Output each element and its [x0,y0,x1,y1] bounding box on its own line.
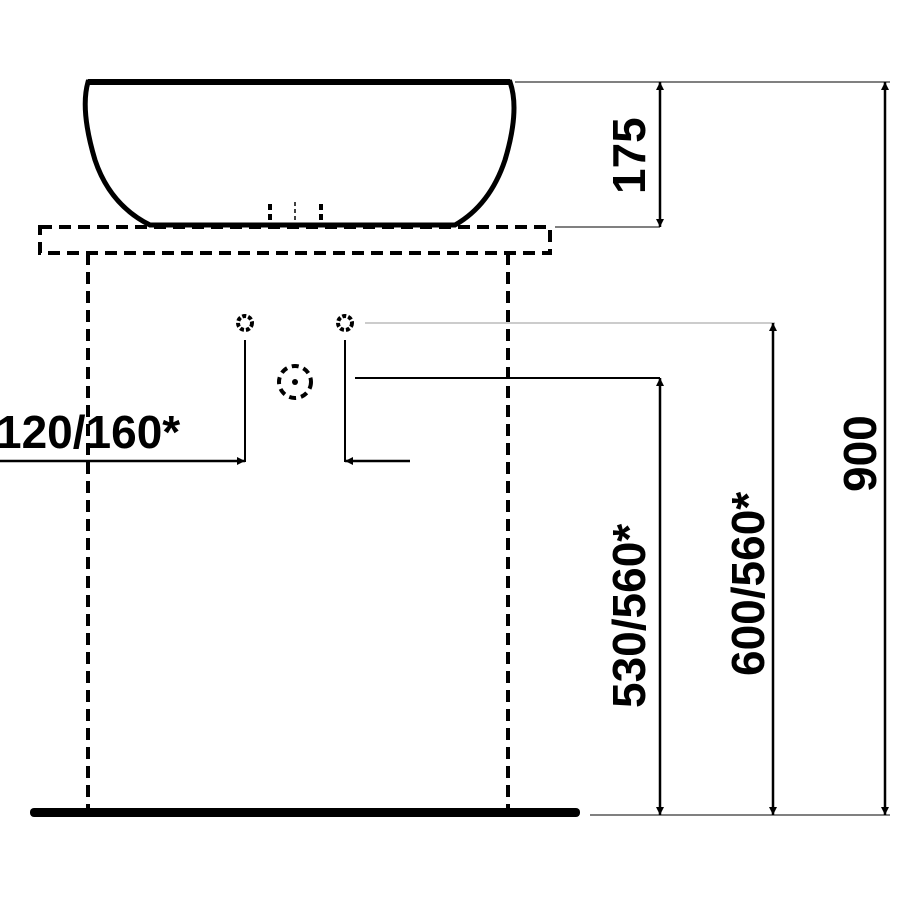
tap-connection-icon [236,314,354,332]
tap-spacing-dimension [0,340,410,465]
basin-height-label: 175 [603,117,655,194]
cabinet-outline [86,253,510,810]
drain-height-label: 530/560* [603,524,655,708]
drain-marks [268,202,323,222]
floor-line [30,808,580,817]
total-height-label: 900 [834,415,886,492]
drain-outlet-icon [277,364,313,400]
tap-spacing-label: 120/160* [0,406,180,458]
supply-height-label: 600/560* [722,492,774,676]
countertop-outline [38,225,552,255]
extension-lines [355,81,890,816]
basin-outline [82,79,517,228]
vertical-dimension-lines [656,82,889,815]
